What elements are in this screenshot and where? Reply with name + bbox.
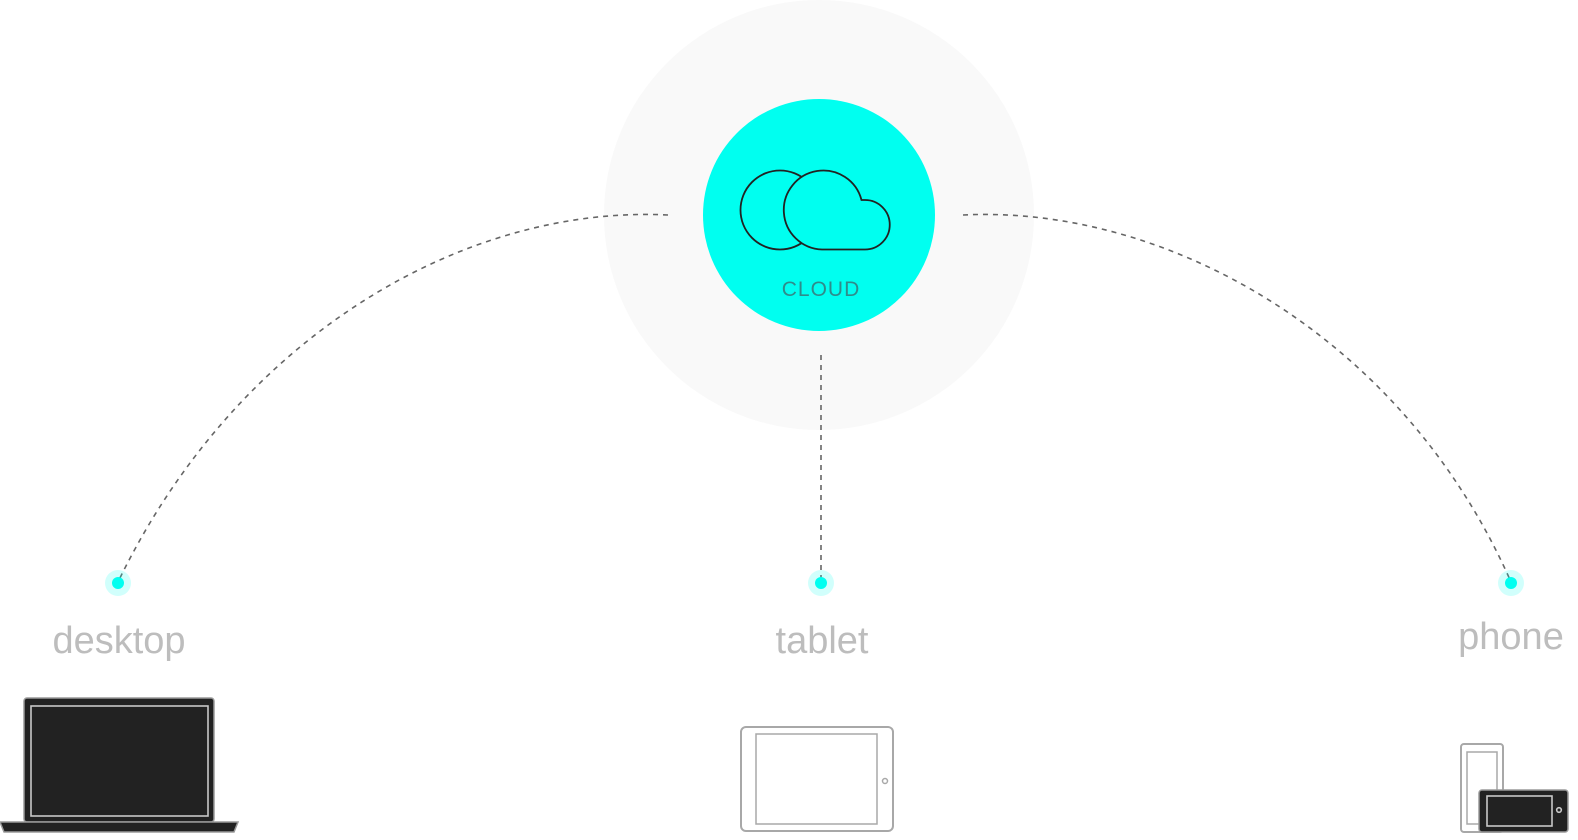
tablet-icon [740, 726, 894, 832]
connector-phone [962, 213, 1512, 583]
node-dot-desktop [105, 570, 131, 596]
node-label-desktop: desktop [52, 620, 185, 662]
node-label-phone: phone [1458, 616, 1564, 658]
hub-label: CLOUD [782, 278, 861, 301]
phone-icon [1460, 743, 1569, 833]
laptop-icon [0, 697, 240, 833]
cloud-icon [739, 169, 891, 251]
connector-desktop [117, 213, 669, 583]
node-dot-phone [1498, 570, 1524, 596]
node-dot-tablet [808, 570, 834, 596]
cloud-hub: CLOUD [703, 99, 935, 331]
node-label-tablet: tablet [776, 620, 869, 662]
